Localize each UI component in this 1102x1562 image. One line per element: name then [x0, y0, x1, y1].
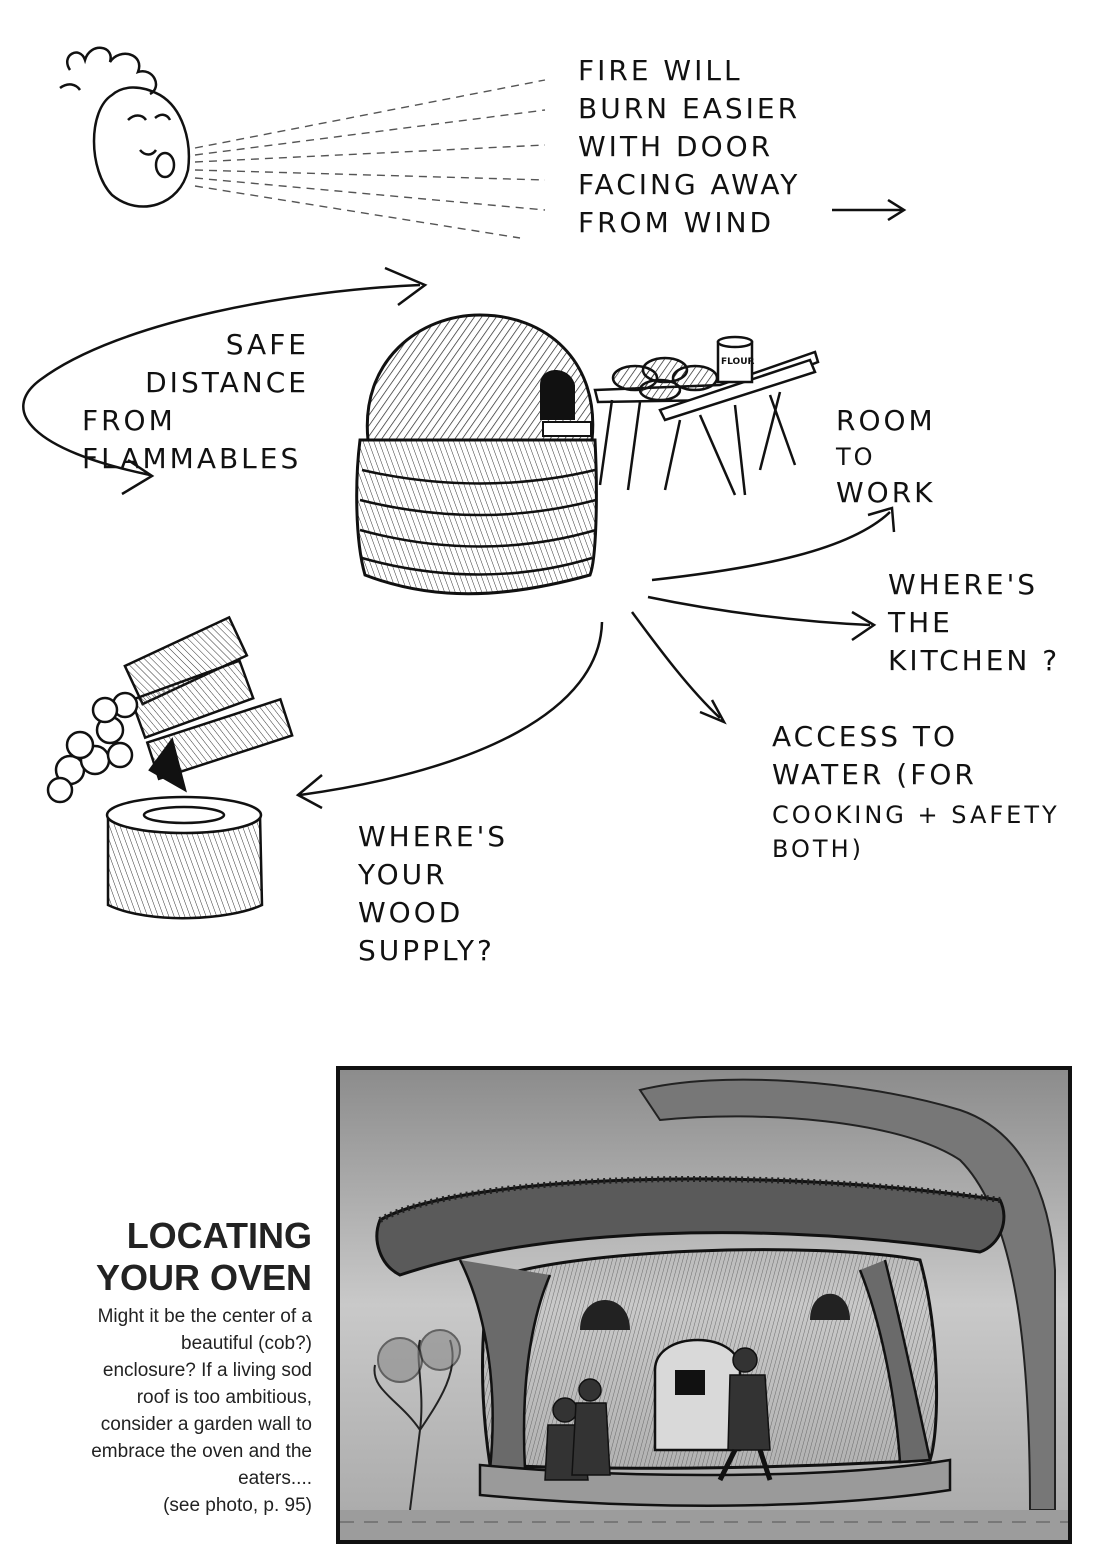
water-line-1: ACCESS TO: [772, 720, 959, 753]
oven-icon: [355, 313, 598, 596]
caption-line: roof is too ambitious,: [136, 1387, 312, 1408]
wind-arrow: [832, 198, 907, 222]
wood-line-4: SUPPLY?: [358, 934, 495, 967]
work-line-2: TO: [836, 443, 876, 471]
work-annotation: ROOM TO WORK: [836, 402, 936, 512]
kitchen-annotation: WHERE'S THE KITCHEN ?: [888, 566, 1060, 680]
cob-enclosure-illustration: [336, 1066, 1072, 1544]
wind-face-icon: [59, 46, 191, 208]
wind-lines: [194, 79, 546, 239]
wind-line-4: FACING AWAY: [578, 168, 801, 201]
wind-line-2: BURN EASIER: [578, 92, 801, 125]
water-annotation: ACCESS TO WATER (FOR COOKING + SAFETY BO…: [772, 718, 1060, 866]
caption-title-line-1: LOCATING: [126, 1215, 312, 1256]
caption-body: Might it be the center of a beautiful (c…: [40, 1303, 312, 1519]
caption-title-line-2: YOUR OVEN: [95, 1257, 312, 1298]
caption-line: eaters....: [238, 1468, 312, 1489]
caption: LOCATING YOUR OVEN Might it be the cente…: [40, 1215, 312, 1519]
water-line-4: BOTH): [772, 835, 865, 863]
water-line-3: COOKING + SAFETY: [772, 801, 1060, 829]
kitchen-line-1: WHERE'S: [888, 568, 1039, 601]
work-line-3: WORK: [836, 476, 936, 509]
caption-line: beautiful (cob?): [181, 1333, 312, 1354]
oven-location-diagram: FLOUR: [22, 46, 907, 920]
flammables-line-1: SAFE: [225, 328, 309, 361]
wind-line-1: FIRE WILL: [578, 54, 743, 87]
water-line-2: WATER (FOR: [772, 758, 977, 791]
wood-line-3: WOOD: [358, 896, 464, 929]
flammables-annotation: SAFE DISTANCE FROM FLAMMABLES: [82, 326, 354, 478]
wind-annotation: FIRE WILL BURN EASIER WITH DOOR FACING A…: [578, 52, 800, 242]
tree-icon: [373, 1329, 461, 1511]
work-arrow: [651, 506, 896, 582]
wind-line-3: WITH DOOR: [578, 130, 774, 163]
wood-line-1: WHERE'S: [358, 820, 509, 853]
wood-arrow: [295, 621, 604, 810]
woodpile-icon: [46, 615, 294, 920]
flammables-line-3: FROM: [82, 404, 176, 437]
caption-line: (see photo, p. 95): [163, 1495, 312, 1516]
flammables-line-2: DISTANCE: [145, 366, 309, 399]
caption-line: enclosure? If a living sod: [102, 1360, 312, 1381]
kitchen-arrow: [647, 595, 877, 642]
cob-enclosure-drawing: [340, 1070, 1068, 1540]
kitchen-line-2: THE: [888, 606, 953, 639]
wood-line-2: YOUR: [358, 858, 448, 891]
caption-line: consider a garden wall to: [100, 1414, 312, 1435]
flammables-arrow: [22, 266, 428, 496]
flammables-line-4: FLAMMABLES: [82, 442, 302, 475]
caption-line: Might it be the center of a: [97, 1306, 312, 1327]
caption-line: embrace the oven and the: [91, 1441, 312, 1462]
flour-label: FLOUR: [721, 357, 755, 367]
wind-line-5: FROM WIND: [578, 206, 775, 239]
work-table-icon: [593, 335, 820, 496]
work-line-1: ROOM: [836, 404, 936, 437]
water-arrow: [630, 611, 727, 725]
kitchen-line-3: KITCHEN ?: [888, 644, 1061, 677]
wood-annotation: WHERE'S YOUR WOOD SUPPLY?: [358, 818, 508, 970]
people-silhouettes: [544, 1347, 773, 1482]
